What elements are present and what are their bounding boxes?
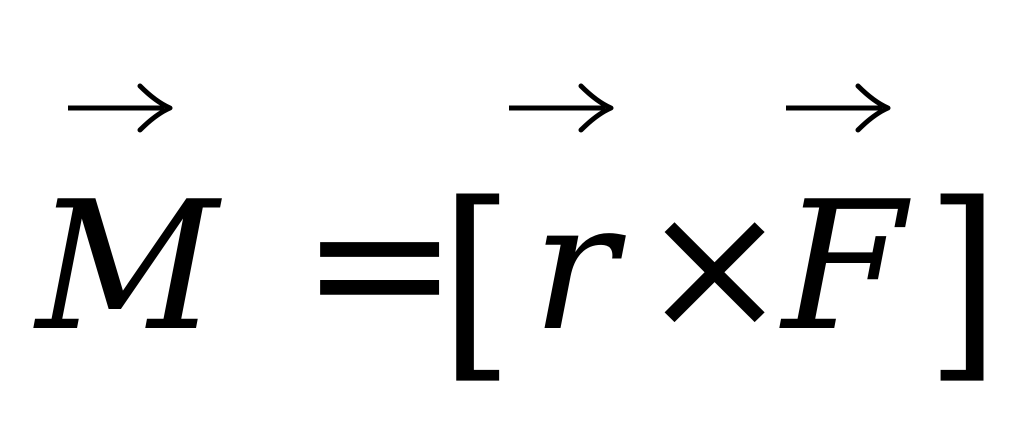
cross-product-sign: × xyxy=(640,163,790,370)
moment-symbol: M xyxy=(36,163,219,370)
vector-arrow-icon-f xyxy=(782,80,894,136)
position-vector-symbol: r xyxy=(532,163,618,370)
vector-arrow-icon-r xyxy=(505,80,617,136)
close-bracket: ] xyxy=(926,158,1000,403)
open-bracket: [ xyxy=(440,158,514,403)
vector-arrow-icon-m xyxy=(64,80,176,136)
force-symbol: F xyxy=(782,163,906,370)
equals-sign: = xyxy=(300,152,460,373)
